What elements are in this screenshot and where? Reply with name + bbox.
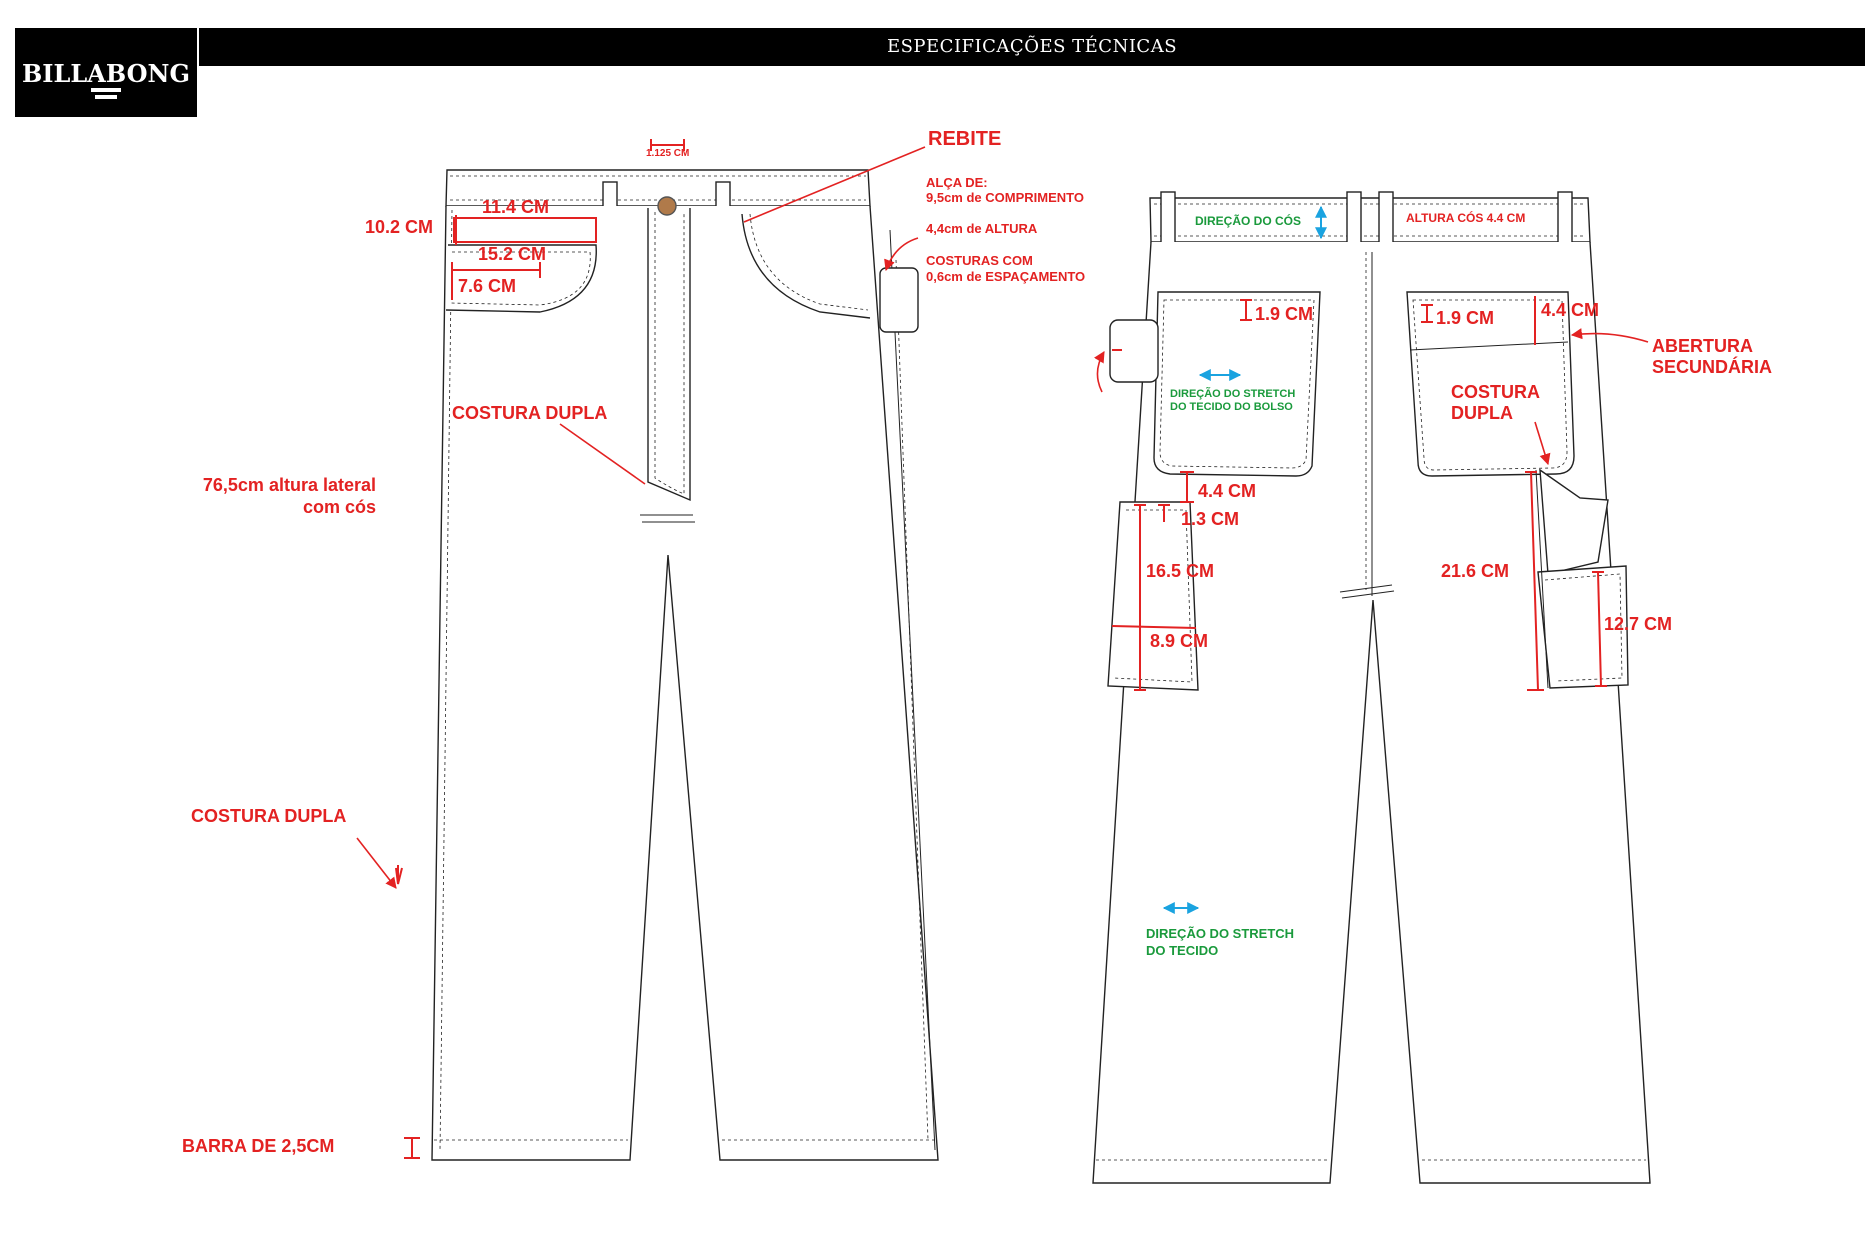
back-side-pocket — [1107, 501, 1199, 691]
front-side-height-line1: 76,5cm altura lateral — [202, 475, 376, 495]
back-side-pocket-height: 16.5 CM — [1146, 561, 1215, 581]
front-body-outline — [431, 205, 939, 1161]
front-hem-label: BARRA DE 2,5CM — [182, 1136, 335, 1156]
back-waist-direction: DIREÇÃO DO CÓS — [1195, 214, 1302, 228]
front-button — [657, 196, 677, 216]
back-gap-below-pocket: 4.4 CM — [1198, 481, 1257, 501]
front-rebite-label: REBITE — [928, 128, 1002, 150]
front-costura-dupla-center: COSTURA DUPLA — [452, 403, 608, 423]
front-pocket-depth: 10.2 CM — [365, 217, 434, 237]
front-alca-length: 9,5cm de COMPRIMENTO — [926, 190, 1084, 205]
back-pocket-left — [1153, 291, 1321, 477]
back-pocket-right — [1406, 291, 1575, 477]
back-stretch-fabric-line1: DIREÇÃO DO STRETCH — [1146, 926, 1295, 941]
front-pocket-left — [445, 244, 597, 313]
back-belt-loop-mid-right — [1378, 191, 1394, 251]
back-side-loop — [1109, 319, 1159, 383]
back-hammer-loop — [1539, 468, 1609, 575]
front-loop-width-label: 1.125 CM — [646, 148, 690, 159]
back-side-pocket-top: 1.3 CM — [1181, 509, 1240, 529]
back-stretch-pocket-line2: DO TECIDO DO BOLSO — [1170, 401, 1293, 413]
front-stitch-line1: COSTURAS COM — [926, 253, 1033, 268]
front-pocket-width-mid: 15.2 CM — [478, 244, 547, 264]
front-pocket-opening: 7.6 CM — [458, 276, 517, 296]
back-hammer-loop-height: 21.6 CM — [1441, 561, 1510, 581]
back-belt-loop-mid-left — [1346, 191, 1362, 251]
back-pocket-right-flap: 4.4 CM — [1541, 300, 1600, 320]
front-fly — [647, 208, 691, 502]
back-waist-height: ALTURA CÓS 4.4 CM — [1406, 211, 1526, 225]
front-pocket-right — [741, 213, 871, 319]
front-pocket-width-top: 11.4 CM — [482, 197, 550, 217]
billabong-logo: BILLABONG — [15, 28, 197, 117]
back-abertura-line2: SECUNDÁRIA — [1652, 357, 1773, 377]
back-pocket-right-top: 1.9 CM — [1436, 308, 1495, 328]
front-stitch-line2: 0,6cm de ESPAÇAMENTO — [926, 269, 1086, 284]
back-costura-line2: DUPLA — [1451, 403, 1513, 423]
back-abertura-line1: ABERTURA — [1652, 336, 1753, 356]
back-stretch-pocket-line1: DIREÇÃO DO STRETCH — [1170, 388, 1296, 400]
front-costura-dupla-side: COSTURA DUPLA — [191, 806, 347, 826]
back-stretch-fabric-line2: DO TECIDO — [1146, 943, 1219, 958]
front-alca-height: 4,4cm de ALTURA — [926, 221, 1038, 236]
page-title: ESPECIFICAÇÕES TÉCNICAS — [199, 28, 1865, 66]
back-body-outline — [1092, 241, 1651, 1184]
back-hammer-pocket: 12.7 CM — [1604, 614, 1673, 634]
front-side-height-line2: com cós — [302, 497, 376, 517]
back-costura-line1: COSTURA — [1451, 382, 1540, 402]
back-side-pocket-width: 8.9 CM — [1150, 631, 1209, 651]
back-pocket-left-top: 1.9 CM — [1255, 304, 1314, 324]
front-alca-title: ALÇA DE: — [926, 175, 988, 190]
logo-text: BILLABONG — [22, 59, 190, 88]
front-side-loop — [879, 267, 919, 333]
